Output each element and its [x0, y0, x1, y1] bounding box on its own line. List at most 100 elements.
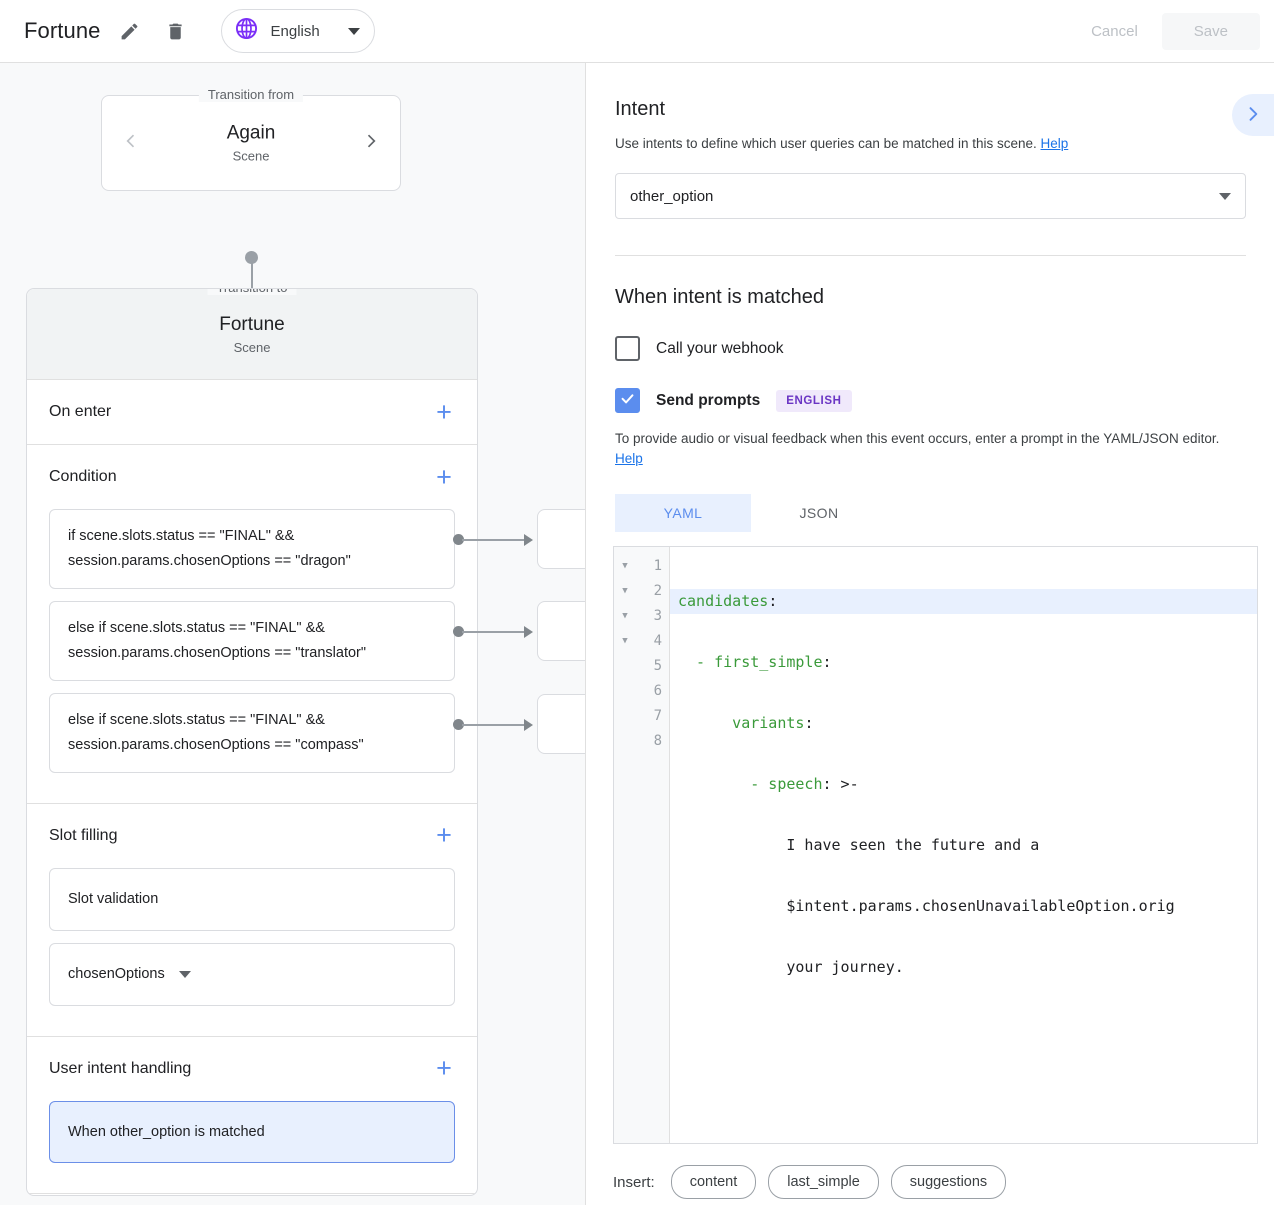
fold-toggle-icon[interactable]: ▼	[622, 635, 628, 646]
user-intent-item-selected[interactable]: When other_option is matched	[49, 1100, 455, 1164]
on-enter-title: On enter	[49, 403, 112, 420]
section-condition: Condition + if scene.slots.status == "FI…	[27, 445, 477, 804]
to-scene-header[interactable]: Fortune Scene	[27, 289, 477, 380]
section-user-intent-handling: User intent handling + When other_option…	[27, 1037, 477, 1195]
prompt-help-link[interactable]: Help	[615, 451, 643, 467]
page-title: Fortune	[24, 18, 101, 43]
condition-target-card[interactable]	[537, 694, 585, 754]
condition-target-card[interactable]	[537, 509, 585, 569]
condition-line-1: else if scene.slots.status == "FINAL" &&	[68, 619, 325, 636]
code-text: :	[822, 653, 832, 671]
user-intent-list: When other_option is matched	[27, 1100, 477, 1194]
code-line: - first_simple:	[670, 650, 1257, 675]
line-number: 3	[653, 607, 662, 624]
from-scene-type: Scene	[232, 148, 270, 164]
delete-button[interactable]	[159, 14, 193, 48]
edit-button[interactable]	[113, 14, 147, 48]
code-text: :	[804, 714, 814, 732]
intent-help-link[interactable]: Help	[1040, 136, 1069, 151]
cancel-button[interactable]: Cancel	[1069, 13, 1160, 50]
line-number: 2	[653, 582, 662, 599]
code-line: candidates:	[670, 589, 1257, 614]
intent-heading: Intent	[615, 98, 666, 120]
next-scene-button[interactable]	[358, 130, 384, 156]
slot-validation-label: Slot validation	[68, 890, 159, 907]
fold-toggle-icon[interactable]: ▼	[622, 610, 628, 621]
chevron-down-icon	[1219, 192, 1231, 200]
check-icon	[619, 390, 636, 412]
send-prompts-checkbox[interactable]	[615, 388, 640, 413]
language-badge: ENGLISH	[776, 389, 852, 412]
code-line	[670, 1016, 1257, 1041]
chevron-right-icon	[361, 131, 381, 156]
add-on-enter-button[interactable]: +	[436, 396, 452, 427]
condition-connector-line	[462, 724, 524, 726]
webhook-row: Call your webhook	[615, 336, 1246, 361]
slot-item[interactable]: chosenOptions	[49, 942, 455, 1006]
code-key: variants	[678, 714, 805, 732]
trash-icon	[165, 21, 186, 42]
condition-target-card[interactable]	[537, 601, 585, 661]
connector-line	[250, 257, 253, 317]
code-key: - first_simple	[678, 653, 823, 671]
condition-item[interactable]: else if scene.slots.status == "FINAL" &&…	[49, 600, 455, 681]
gutter-line: 6	[614, 678, 669, 703]
slot-filling-title: Slot filling	[49, 826, 118, 844]
call-webhook-checkbox[interactable]	[615, 336, 640, 361]
slot-filling-list: Slot validation chosenOptions	[27, 867, 477, 1036]
topbar-actions: Cancel Save	[1069, 12, 1274, 50]
add-user-intent-button[interactable]: +	[436, 1053, 452, 1083]
slot-select[interactable]: chosenOptions	[68, 962, 436, 987]
editor-format-tabs: YAML JSON	[615, 493, 1246, 532]
insert-chip-suggestions[interactable]: suggestions	[890, 1165, 1007, 1199]
gutter-line: ▼3	[614, 603, 669, 628]
language-label: English	[270, 22, 320, 40]
intent-section: Intent Use intents to define which user …	[587, 63, 1274, 256]
user-intent-handling-header: User intent handling +	[27, 1037, 477, 1101]
from-scene-body: Again Scene	[102, 123, 400, 164]
editor-gutter: ▼1 ▼2 ▼3 ▼4 5 6 7 8	[614, 547, 670, 1143]
insert-label: Insert:	[613, 1173, 655, 1191]
slot-name-label: chosenOptions	[68, 965, 165, 982]
editor-code-area[interactable]: candidates: - first_simple: variants: - …	[670, 547, 1257, 1143]
tab-yaml[interactable]: YAML	[615, 493, 751, 532]
collapse-panel-button[interactable]	[1232, 94, 1274, 136]
add-slot-button[interactable]: +	[436, 820, 452, 851]
insert-chip-last-simple[interactable]: last_simple	[768, 1165, 879, 1199]
section-divider	[615, 255, 1246, 256]
condition-item[interactable]: else if scene.slots.status == "FINAL" &&…	[49, 692, 455, 773]
condition-title: Condition	[49, 468, 117, 485]
code-line: I have seen the future and a	[670, 833, 1257, 858]
condition-connector-line	[462, 631, 524, 633]
gutter-line: ▼4	[614, 628, 669, 653]
intent-select[interactable]: other_option	[615, 173, 1246, 219]
gutter-line: ▼2	[614, 578, 669, 603]
slot-validation-item[interactable]: Slot validation	[49, 867, 455, 931]
fold-toggle-icon[interactable]: ▼	[622, 560, 628, 571]
condition-item[interactable]: if scene.slots.status == "FINAL" && sess…	[49, 509, 455, 589]
insert-chip-content[interactable]: content	[670, 1165, 757, 1199]
prompt-description: To provide audio or visual feedback when…	[615, 429, 1246, 470]
line-number: 4	[653, 632, 662, 649]
section-on-enter: On enter +	[27, 380, 477, 445]
transition-from-card[interactable]: Transition from Again Scene	[101, 87, 401, 191]
globe-icon	[234, 16, 259, 46]
condition-line-2: session.params.chosenOptions == "transla…	[68, 644, 367, 661]
tab-json[interactable]: JSON	[799, 504, 839, 521]
condition-connector-dot	[453, 719, 464, 730]
condition-connector-dot	[453, 534, 464, 545]
gutter-line: ▼1	[614, 553, 669, 578]
language-selector[interactable]: English	[220, 9, 375, 53]
code-key: - speech	[678, 775, 823, 793]
pencil-icon	[119, 21, 140, 42]
condition-list: if scene.slots.status == "FINAL" && sess…	[27, 509, 477, 803]
save-button[interactable]: Save	[1161, 12, 1260, 50]
code-line: $intent.params.chosenUnavailableOption.o…	[670, 894, 1257, 919]
transition-to-legend: Transition to	[207, 289, 297, 295]
fold-toggle-icon[interactable]: ▼	[622, 585, 628, 596]
chevron-left-icon	[121, 131, 141, 156]
previous-scene-button[interactable]	[118, 130, 144, 156]
code-text: :	[768, 592, 778, 610]
add-condition-button[interactable]: +	[436, 461, 452, 492]
yaml-editor[interactable]: ▼1 ▼2 ▼3 ▼4 5 6 7 8 candidates: - first_…	[613, 546, 1258, 1144]
